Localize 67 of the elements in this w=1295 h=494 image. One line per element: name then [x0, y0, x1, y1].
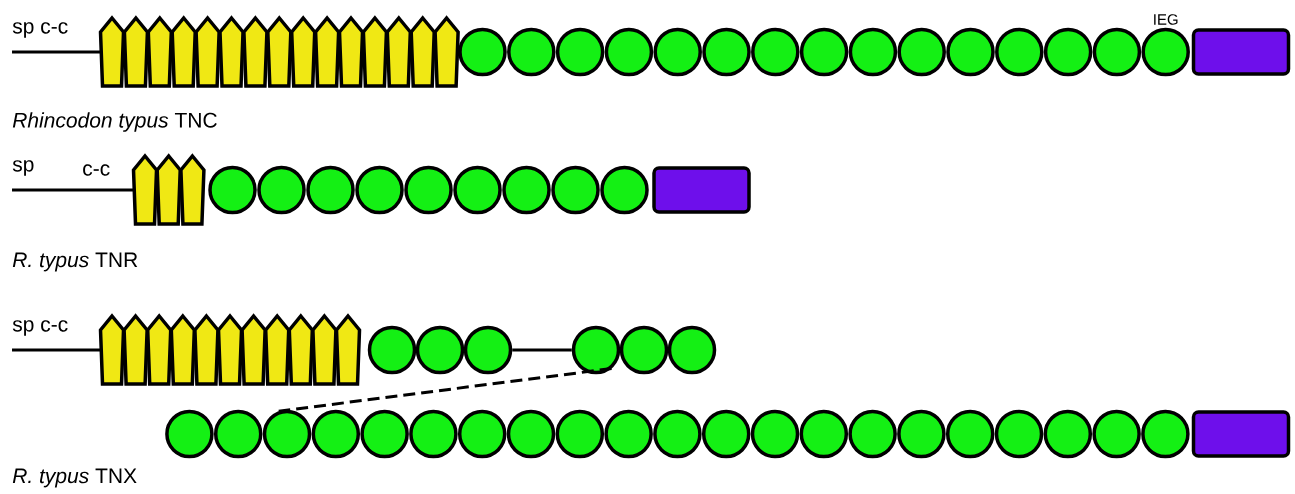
domain-box	[652, 166, 751, 214]
domain-circle	[604, 27, 654, 77]
connector-line	[12, 50, 101, 54]
domain-circle	[653, 409, 702, 459]
domain-box	[1191, 410, 1291, 458]
domain-circle	[507, 27, 556, 77]
domain-circle	[751, 27, 800, 77]
domain-circle	[453, 165, 502, 215]
domain-circle	[306, 165, 355, 215]
domain-circle	[555, 27, 605, 77]
domain-circle	[702, 27, 751, 77]
domain-circle	[667, 325, 717, 375]
domain-circle	[1141, 409, 1190, 459]
label-text: sp c-c	[12, 320, 68, 336]
connector-line	[278, 367, 612, 413]
label-text: Rhincodon typus TNC	[12, 112, 217, 132]
domain-circle	[311, 409, 361, 459]
domain-circle	[571, 325, 621, 375]
domain-circle	[213, 409, 263, 459]
domain-label: IEG	[1154, 14, 1178, 25]
domain-circle	[208, 165, 257, 215]
domain-circle	[799, 409, 849, 459]
label-text: R. typus TNR	[12, 252, 138, 272]
domain-circle	[1043, 27, 1093, 77]
domain-circle	[262, 409, 312, 459]
domain-circle	[600, 165, 649, 215]
domain-circle	[1092, 27, 1142, 77]
domain-circle	[653, 27, 702, 77]
domain-circle	[897, 27, 946, 77]
domain-circle	[415, 325, 465, 375]
domain-circle	[1092, 409, 1141, 459]
domain-circle	[619, 325, 669, 375]
domain-circle	[355, 165, 404, 215]
domain-circle	[994, 409, 1044, 459]
label-text: sp	[12, 160, 34, 176]
domain-circle	[848, 409, 897, 459]
domain-circle	[604, 409, 653, 459]
domain-circle	[551, 165, 600, 215]
domain-circle	[946, 27, 995, 77]
connector-line	[512, 348, 572, 352]
domain-circle	[502, 165, 551, 215]
connector-line	[12, 348, 101, 352]
label-text: c-c	[83, 164, 110, 176]
domain-circle	[799, 27, 849, 77]
domain-circle	[165, 409, 214, 459]
connector-line	[12, 188, 134, 192]
domain-circle	[750, 409, 800, 459]
label-text: R. typus TNX	[12, 468, 137, 488]
label-text: sp c-c	[12, 22, 68, 38]
domain-circle	[701, 409, 751, 459]
domain-circle	[897, 409, 946, 459]
domain-circle	[458, 27, 507, 77]
domain-circle	[945, 409, 995, 459]
domain-circle	[848, 27, 898, 77]
domain-box	[1191, 28, 1291, 76]
domain-circle	[463, 325, 513, 375]
domain-circle	[1043, 409, 1093, 459]
domain-circle	[409, 409, 458, 459]
domain-circle	[404, 165, 453, 215]
domain-circle	[555, 409, 605, 459]
domain-circle	[995, 27, 1044, 77]
domain-circle	[457, 409, 507, 459]
domain-circle	[367, 325, 417, 375]
domain-circle	[1141, 27, 1190, 77]
domain-circle	[506, 409, 556, 459]
domain-circle	[257, 165, 306, 215]
domain-circle	[360, 409, 409, 459]
